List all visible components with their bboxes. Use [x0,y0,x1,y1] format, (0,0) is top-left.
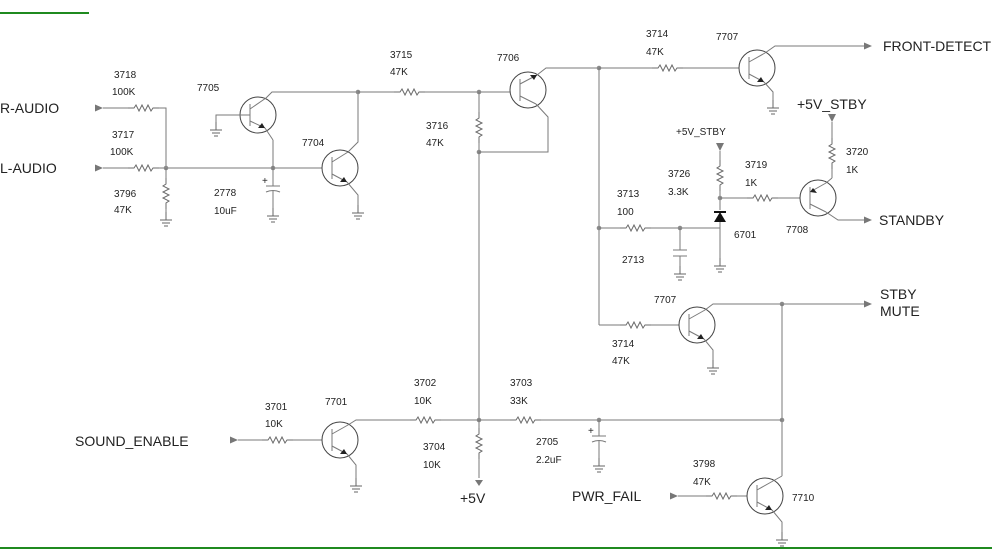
plus5v-stby-big-label: +5V_STBY [797,96,867,112]
d6701-diode: 6701 [713,211,757,273]
q7707b-ref: 7707 [654,295,677,306]
r3714a-ref: 3714 [646,29,669,40]
r3719-value: 1K [745,178,758,189]
c2778-value: 10uF [214,206,237,217]
r3796-ref: 3796 [114,189,137,200]
sound-enable-input: SOUND_ENABLE 3701 10K [75,402,322,449]
plus5v-stby-big: +5V_STBY [797,96,867,178]
front-detect-label: FRONT-DETECT [883,38,992,54]
r3720-ref: 3720 [846,147,869,158]
r3701-ref: 3701 [265,402,288,413]
r3714b-value: 47K [612,356,630,367]
r3703-value: 33K [510,396,528,407]
d6701-ref: 6701 [734,230,757,241]
plus5v-rail [476,152,482,423]
r3717-value: 100K [110,147,134,158]
r3715-value: 47K [390,67,408,78]
l-audio-input: L-AUDIO 3717 100K [0,130,322,176]
r3796-resistor: 3796 47K [114,168,173,227]
q7705-transistor: 7705 [197,83,358,168]
c2705-ref: 2705 [536,437,559,448]
r3716-resistor: 3716 47K [426,92,483,155]
standby-label: STANDBY [879,212,945,228]
mute-label: MUTE [880,303,920,319]
r3702-resistor: 3702 10K [409,378,479,424]
q7701-ref: 7701 [325,397,348,408]
r3796-value: 47K [114,205,132,216]
r3715-ref: 3715 [390,50,413,61]
r3714a-value: 47K [646,47,664,58]
pwr-fail-label: PWR_FAIL [572,488,641,504]
r3702-value: 10K [414,396,432,407]
r3726-ref: 3726 [668,169,691,180]
r3713-resistor: 3713 100 [599,189,720,232]
plus5v-stby-small-label: +5V_STBY [676,127,726,138]
c2705-capacitor: + 2705 2.2uF [536,420,607,473]
c2713-capacitor: 2713 [622,228,687,281]
r3714b-resistor: 3714 47K [599,321,680,367]
r3701-value: 10K [265,419,283,430]
r-audio-label: R-AUDIO [0,100,59,116]
c2778-capacitor: + 2778 10uF [214,168,281,223]
q7710-ref: 7710 [792,493,815,504]
q7707a-transistor: 7707 FRONT-DETECT [716,32,992,115]
q7705-ref: 7705 [197,83,220,94]
svg-text:+: + [262,176,268,187]
r3714b-ref: 3714 [612,339,635,350]
r3713-value: 100 [617,207,634,218]
c2713-ref: 2713 [622,255,645,266]
l-audio-label: L-AUDIO [0,160,57,176]
r3719-ref: 3719 [745,160,768,171]
r3726-value: 3.3K [668,187,689,198]
r3714a-resistor: 3714 47K [599,29,740,72]
r3702-ref: 3702 [414,378,437,389]
r-audio-input: R-AUDIO 3718 100K [0,70,167,168]
r3718-ref: 3718 [114,70,137,81]
q7707b-transistor: 7707 STBY MUTE [654,286,920,375]
stby-label: STBY [880,286,917,302]
q7707a-ref: 7707 [716,32,739,43]
r3719-resistor: 3719 1K [720,160,807,202]
c2778-ref: 2778 [214,188,237,199]
r3798-value: 47K [693,477,711,488]
plus5v-label: +5V [460,490,486,506]
r3716-ref: 3716 [426,121,449,132]
r3798-ref: 3798 [693,459,716,470]
r3713-ref: 3713 [617,189,640,200]
r3716-value: 47K [426,138,444,149]
r3704-resistor: 3704 10K +5V [423,420,486,506]
r3704-ref: 3704 [423,442,446,453]
q7708-ref: 7708 [786,225,809,236]
c2705-value: 2.2uF [536,455,562,466]
q7710-transistor: 7710 [746,475,815,547]
q7708-transistor: 7708 STANDBY [786,177,945,236]
r3718-value: 100K [112,87,136,98]
plus5v-stby-small: +5V_STBY [676,127,726,160]
r3717-ref: 3717 [112,130,135,141]
q7704-transistor: 7704 [302,89,365,220]
pwr-fail-input: PWR_FAIL 3798 47K [572,459,748,504]
r3726-resistor: 3726 3.3K [668,159,724,210]
r3715-resistor: 3715 47K [358,50,510,96]
r3703-resistor: 3703 33K [479,378,782,424]
r3720-labels: 3720 1K [846,147,869,176]
svg-text:+: + [588,426,594,437]
q7706-transistor: 7706 [479,53,602,153]
q7701-transistor: 7701 [321,397,410,493]
r3704-value: 10K [423,460,441,471]
r3720-value: 1K [846,165,859,176]
q7704-ref: 7704 [302,138,325,149]
r3703-ref: 3703 [510,378,533,389]
q7706-ref: 7706 [497,53,520,64]
sound-enable-label: SOUND_ENABLE [75,433,189,449]
